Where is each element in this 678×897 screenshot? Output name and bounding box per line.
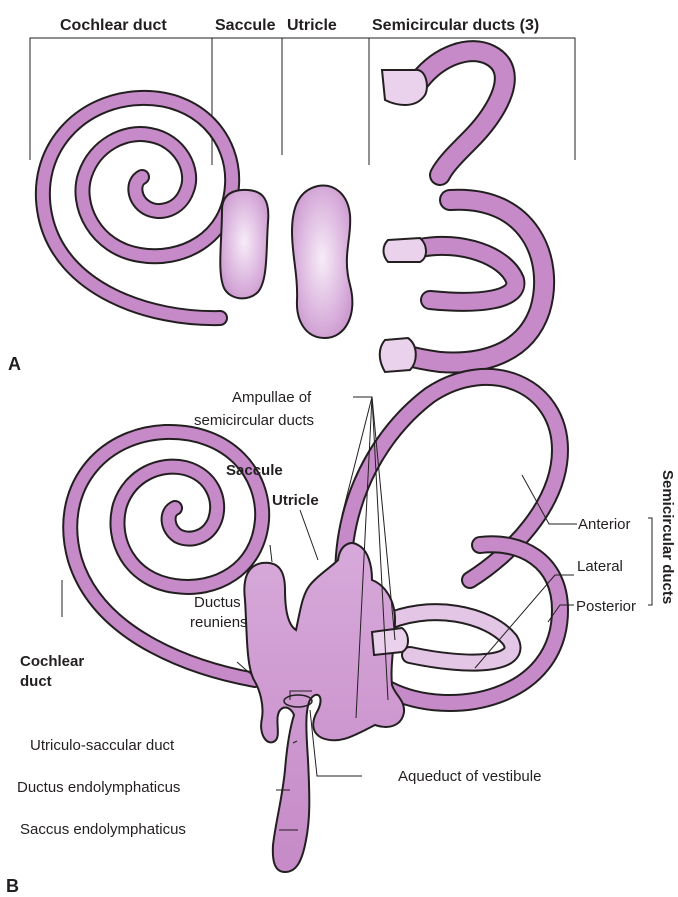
utricle-a xyxy=(292,186,352,338)
label-ampullae-line2: semicircular ducts xyxy=(194,412,314,429)
label-cochlear-duct-line1: Cochlear xyxy=(20,653,84,670)
panel-a-letter: A xyxy=(8,354,21,374)
label-lateral: Lateral xyxy=(577,558,623,575)
ampulla-a-1 xyxy=(382,70,427,105)
panel-b: Ampullae of semicircular ducts Saccule U… xyxy=(6,377,676,896)
label-posterior: Posterior xyxy=(576,598,636,615)
panel-b-letter: B xyxy=(6,876,19,896)
label-ductus-endolymphaticus: Ductus endolymphaticus xyxy=(17,779,180,796)
label-saccule: Saccule xyxy=(226,462,283,479)
label-saccus-endolymphaticus: Saccus endolymphaticus xyxy=(20,821,186,838)
label-ductus-reuniens-line1: Ductus xyxy=(194,594,241,611)
ampulla-a-2 xyxy=(384,238,427,262)
utricle-saccule-body xyxy=(244,543,404,872)
ampulla-b-lateral xyxy=(372,628,408,655)
label-ductus-reuniens-line2: reuniens xyxy=(190,614,248,631)
ampulla-a-3 xyxy=(380,338,416,372)
label-ampullae-line1: Ampullae of xyxy=(232,389,312,406)
header-semicircular-ducts: Semicircular ducts (3) xyxy=(372,17,539,34)
header-utricle: Utricle xyxy=(287,17,337,34)
header-saccule: Saccule xyxy=(215,17,276,34)
panel-a: Cochlear duct Saccule Utricle Semicircul… xyxy=(8,17,575,374)
header-cochlear-duct: Cochlear duct xyxy=(60,17,167,34)
cochlear-duct-a xyxy=(43,98,232,318)
label-anterior: Anterior xyxy=(578,516,631,533)
label-aqueduct-of-vestibule: Aqueduct of vestibule xyxy=(398,768,541,785)
label-utriculo-saccular-duct: Utriculo-saccular duct xyxy=(30,737,175,754)
label-semicircular-ducts-group: Semicircular ducts xyxy=(659,470,676,604)
saccule-a xyxy=(220,190,268,299)
label-utricle: Utricle xyxy=(272,492,319,509)
label-cochlear-duct-line2: duct xyxy=(20,673,52,690)
semicircular-ducts-a xyxy=(380,51,544,372)
